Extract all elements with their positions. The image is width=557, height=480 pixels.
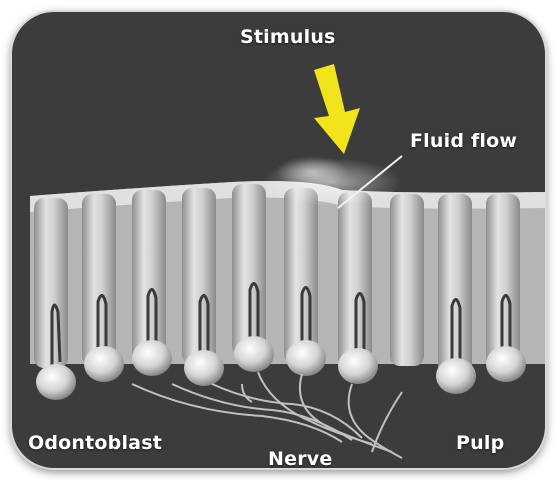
- nerve-fibers: [132, 372, 402, 458]
- fluid-spray: [262, 156, 402, 206]
- figure-frame: Stimulus Fluid flow Odontoblast Nerve Pu…: [12, 12, 545, 468]
- pulp-label: Pulp: [456, 432, 504, 454]
- fluid-flow-label: Fluid flow: [410, 130, 517, 152]
- odontoblast-label: Odontoblast: [28, 432, 162, 454]
- dentin-illustration: [12, 12, 545, 468]
- down-arrow-icon: [314, 64, 360, 154]
- stimulus-label: Stimulus: [240, 26, 336, 48]
- nerve-label: Nerve: [268, 448, 332, 468]
